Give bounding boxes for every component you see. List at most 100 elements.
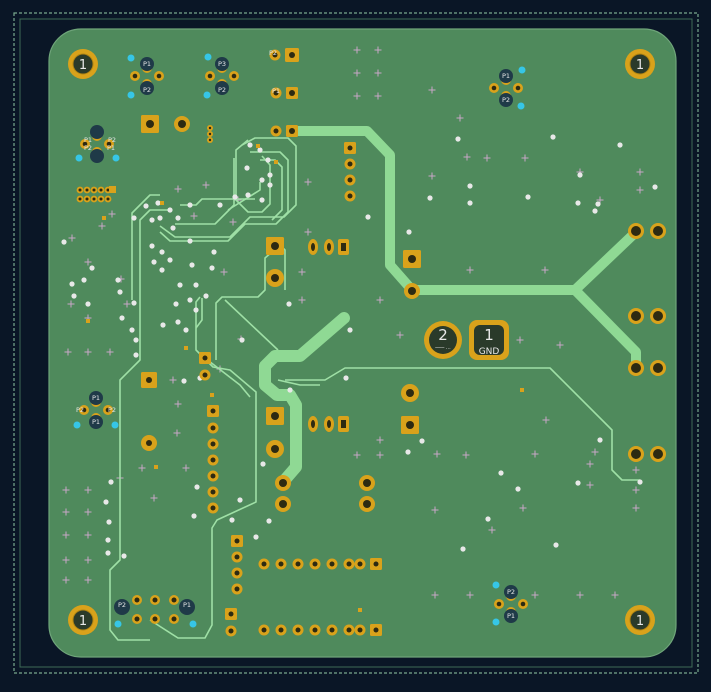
pad-icon[interactable] [109, 186, 116, 193]
pad-hole [228, 628, 234, 634]
signal-trace [109, 209, 170, 641]
via-icon [256, 144, 260, 148]
cyan-marker-icon [203, 91, 211, 99]
plus-marker-icon [84, 258, 92, 266]
plus-marker-icon [84, 576, 92, 584]
connector-label: P2 [84, 144, 92, 152]
plus-marker-icon [374, 46, 382, 54]
pad-hole [152, 597, 158, 603]
pads [73, 48, 666, 637]
pad-hole [631, 449, 641, 459]
via-icon [259, 197, 265, 203]
plus-marker-icon [516, 336, 524, 344]
pad-hole [78, 188, 82, 192]
via-icon [358, 608, 362, 612]
pad-hole [327, 243, 331, 251]
pad-hole [653, 449, 663, 459]
pad-hole [271, 445, 279, 453]
plus-marker-icon [98, 222, 106, 230]
plus-marker-icon [636, 186, 644, 194]
pad-hole [171, 597, 177, 603]
via-icon [267, 182, 273, 188]
plus-marker-icon [488, 526, 496, 534]
plus-marker-icon [84, 348, 92, 356]
pad-hole [106, 197, 110, 201]
pad-hole [234, 538, 240, 544]
pad-hole [278, 561, 284, 567]
via-icon [102, 216, 106, 220]
component-body [114, 599, 130, 615]
component-body [140, 57, 154, 71]
power-terminal-2[interactable]: 2 ─── … [424, 321, 462, 359]
plus-marker-icon [586, 481, 594, 489]
via-icon [184, 346, 188, 350]
cyan-marker-icon [111, 421, 119, 429]
via-icon [217, 202, 223, 208]
via-icon [86, 319, 90, 323]
via-icon [550, 134, 556, 140]
pad-hole [273, 90, 279, 96]
via-icon [119, 315, 125, 321]
via-icon [347, 327, 353, 333]
mounting-hole-top-left[interactable]: 1 [68, 49, 98, 79]
pad-hole [520, 601, 526, 607]
via-icon [575, 200, 581, 206]
connector-label: P1 [107, 144, 115, 152]
pad-hole [363, 500, 371, 508]
via-icon [81, 277, 87, 283]
via-icon [617, 142, 623, 148]
signal-trace [285, 367, 640, 481]
plus-marker-icon [531, 450, 539, 458]
pad-hole [289, 52, 295, 58]
connector-label: P2 [108, 406, 116, 414]
via-icon [419, 438, 425, 444]
plus-marker-icon [376, 436, 384, 444]
component-body [499, 93, 513, 107]
via-icon [266, 518, 272, 524]
via-icon [194, 484, 200, 490]
via-icon [286, 301, 292, 307]
pad-hole [295, 627, 301, 633]
component-body [504, 585, 518, 599]
signal-trace [227, 182, 261, 211]
via-icon [187, 202, 193, 208]
mounting-hole-top-right[interactable]: 1 [625, 49, 655, 79]
via-icon [151, 259, 157, 265]
plus-marker-icon [84, 508, 92, 516]
via-icon [149, 217, 155, 223]
pad-hole [346, 627, 352, 633]
plus-marker-icon [632, 486, 640, 494]
pad-hole [653, 226, 663, 236]
via-icon [595, 201, 601, 207]
mounting-hole-bottom-right[interactable]: 1 [625, 605, 655, 635]
plus-marker-icon [396, 331, 404, 339]
pad-hole [653, 311, 663, 321]
pad-hole [347, 193, 353, 199]
via-icon [575, 480, 581, 486]
component-body [215, 81, 229, 95]
power-terminal-1[interactable]: 1 GND [469, 320, 509, 360]
pad-hole [208, 138, 212, 142]
pad-hole [496, 601, 502, 607]
cyan-marker-icon [112, 154, 120, 162]
plus-marker-icon [556, 341, 564, 349]
mounting-hole-label: 1 [636, 614, 644, 629]
plus-marker-icon [591, 448, 599, 456]
pad-hole [329, 561, 335, 567]
signal-trace [224, 299, 279, 351]
connector-label: P1 [84, 136, 92, 144]
via-icon [265, 157, 271, 163]
via-icon [181, 378, 187, 384]
plus-marker-icon [353, 69, 361, 77]
mounting-hole-label: 1 [79, 58, 87, 73]
connector-label: P1 [507, 612, 515, 620]
plus-marker-icon [374, 92, 382, 100]
component-body [90, 149, 104, 163]
component-body [504, 609, 518, 623]
pad-hole [99, 188, 103, 192]
plus-marker-icon [220, 268, 228, 276]
plus-marker-icon [173, 429, 181, 437]
plus-marker-icon [190, 212, 198, 220]
mounting-hole-bottom-left[interactable]: 1 [68, 605, 98, 635]
